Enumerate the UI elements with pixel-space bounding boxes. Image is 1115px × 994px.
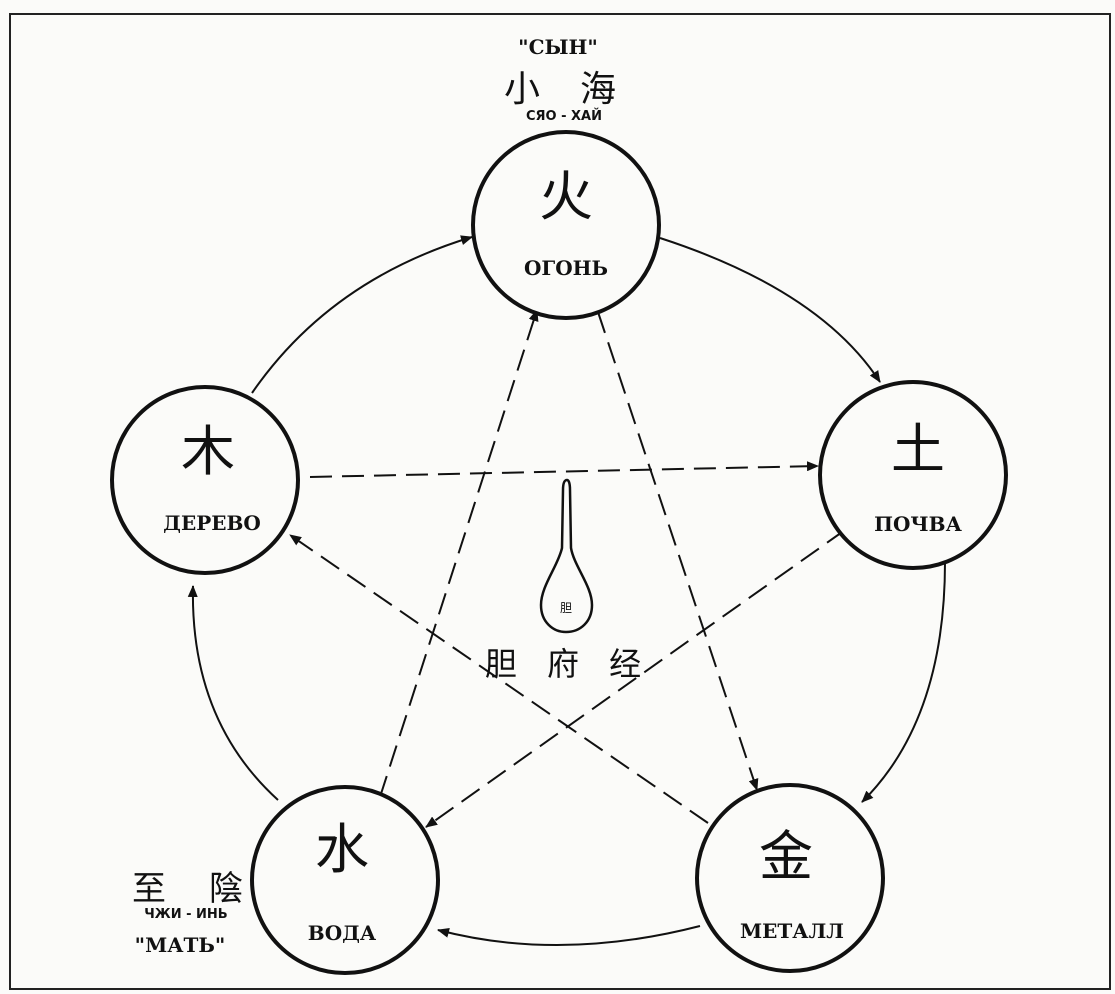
dashed-arrow-water-to-fire xyxy=(379,309,539,798)
node-earth-circle xyxy=(818,380,1008,570)
dashed-arrow-fire-to-metal xyxy=(597,311,759,791)
node-wood-label: ДЕРЕВО xyxy=(163,511,261,535)
meridian-title: 胆 府 经 xyxy=(485,645,651,683)
node-wood-circle xyxy=(110,385,300,575)
gallbladder-drawing: 胆 xyxy=(539,478,594,634)
node-earth-label: ПОЧВА xyxy=(874,512,962,536)
node-water-label: ВОДА xyxy=(308,921,377,945)
node-fire-circle xyxy=(471,130,661,320)
arrow-wood-to-fire xyxy=(251,235,473,394)
mother-label: "МАТЬ" xyxy=(135,933,226,957)
arrow-metal-to-water xyxy=(437,925,701,947)
arrow-fire-to-earth xyxy=(659,237,881,383)
node-metal-char: 金 xyxy=(759,825,813,888)
dashed-arrow-earth-to-water xyxy=(425,529,846,828)
node-water-circle xyxy=(250,785,440,975)
mother-char-2: 陰 xyxy=(209,869,243,909)
son-transliteration: СЯО - ХАЙ xyxy=(526,108,602,124)
dashed-arrow-wood-to-earth xyxy=(309,461,819,478)
node-earth-char: 土 xyxy=(891,418,945,481)
node-metal-label: МЕТАЛЛ xyxy=(740,919,844,943)
mother-char-1: 至 xyxy=(132,869,166,909)
node-water-char: 水 xyxy=(315,818,369,881)
frame-border xyxy=(9,13,1111,990)
son-label: "СЫН" xyxy=(518,35,598,59)
arrow-earth-to-metal xyxy=(861,561,946,803)
son-char-1: 小 xyxy=(504,69,540,110)
dashed-arrow-metal-to-wood xyxy=(289,534,709,824)
node-wood-char: 木 xyxy=(181,420,235,483)
son-char-2: 海 xyxy=(580,69,616,110)
node-fire-label: ОГОНЬ xyxy=(524,256,608,280)
arrow-water-to-wood xyxy=(187,585,279,801)
gallbladder-outline xyxy=(539,478,594,634)
node-metal-circle xyxy=(695,783,885,973)
node-fire-char: 火 xyxy=(539,165,593,228)
gallbladder-char: 胆 xyxy=(560,601,572,615)
mother-transliteration: ЧЖИ - ИНЬ xyxy=(144,907,227,922)
